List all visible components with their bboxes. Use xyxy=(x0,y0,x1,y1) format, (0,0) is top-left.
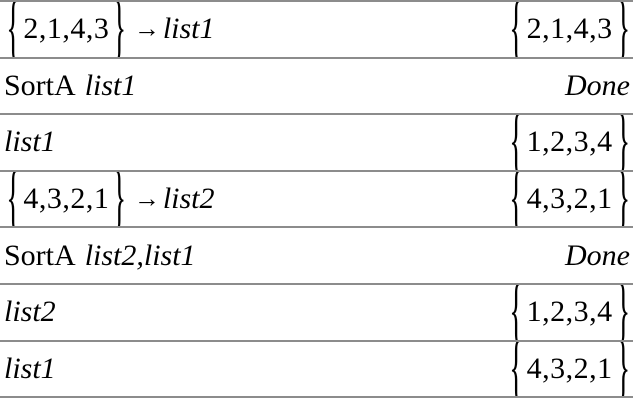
command-arguments: list2,list1 xyxy=(84,238,196,272)
brace-close-icon: } xyxy=(112,2,127,59)
history-row-output[interactable]: { 1,2,3,4 } xyxy=(507,115,632,170)
brace-close-icon: } xyxy=(615,284,630,342)
history-row[interactable]: { 4,3,2,1 } → list2 { 4,3,2,1 } xyxy=(0,171,633,229)
history-row[interactable]: { 2,1,4,3 } → list1 { 2,1,4,3 } xyxy=(0,2,633,59)
brace-close-icon: } xyxy=(615,115,630,172)
history-row[interactable]: SortA list2,list1 Done xyxy=(0,228,633,285)
brace-open-icon: { xyxy=(509,115,524,172)
history-row[interactable]: list2 { 1,2,3,4 } xyxy=(0,284,633,342)
brace-open-icon: { xyxy=(509,341,524,399)
history-row-input[interactable]: SortA list1 xyxy=(4,68,137,102)
brace-open-icon: { xyxy=(509,284,524,342)
list-literal: { 2,1,4,3 } xyxy=(507,2,632,57)
brace-open-icon: { xyxy=(509,171,524,229)
list-items: 2,1,4,3 xyxy=(526,12,613,46)
list-literal: { 4,3,2,1 } xyxy=(507,172,632,227)
list-items: 4,3,2,1 xyxy=(526,351,613,385)
variable-name: list2 xyxy=(162,182,215,216)
history-row-output[interactable]: Done xyxy=(565,238,632,272)
history-row-input[interactable]: list1 xyxy=(4,127,56,157)
brace-close-icon: } xyxy=(615,171,630,229)
history-row[interactable]: SortA list1 Done xyxy=(0,58,633,116)
history-row-input[interactable]: list1 xyxy=(4,351,56,385)
variable-name: list1 xyxy=(162,12,215,46)
status-text: Done xyxy=(565,238,630,272)
list-items: 4,3,2,1 xyxy=(526,182,613,216)
store-arrow-icon: → xyxy=(133,184,160,214)
history-row-output[interactable]: { 4,3,2,1 } xyxy=(507,342,632,397)
brace-close-icon: } xyxy=(615,341,630,399)
list-items: 4,3,2,1 xyxy=(23,182,110,216)
brace-open-icon: { xyxy=(6,2,21,59)
brace-open-icon: { xyxy=(6,171,21,229)
history-row[interactable]: list1 { 4,3,2,1 } xyxy=(0,341,633,399)
command-name: SortA xyxy=(4,238,76,272)
list-items: 1,2,3,4 xyxy=(526,125,613,159)
history-row-output[interactable]: { 1,2,3,4 } xyxy=(507,285,632,340)
brace-open-icon: { xyxy=(509,2,524,59)
store-arrow-icon: → xyxy=(133,14,160,44)
list-literal: { 4,3,2,1 } xyxy=(507,342,632,397)
brace-close-icon: } xyxy=(615,2,630,59)
list-literal: { 4,3,2,1 } xyxy=(4,172,129,227)
status-text: Done xyxy=(565,68,630,102)
history-row-input[interactable]: SortA list2,list1 xyxy=(4,238,196,272)
history-row-output[interactable]: { 2,1,4,3 } xyxy=(507,2,632,57)
command-name: SortA xyxy=(4,68,76,102)
variable-name: list1 xyxy=(4,125,56,159)
list-items: 1,2,3,4 xyxy=(526,295,613,329)
list-items: 2,1,4,3 xyxy=(23,12,110,46)
history-row[interactable]: list1 { 1,2,3,4 } xyxy=(0,115,633,172)
list-literal: { 1,2,3,4 } xyxy=(507,115,632,170)
variable-name: list2 xyxy=(4,295,56,329)
history-row-input[interactable]: { 4,3,2,1 } → list2 xyxy=(4,172,215,227)
history-row-output[interactable]: { 4,3,2,1 } xyxy=(507,172,632,227)
brace-close-icon: } xyxy=(112,171,127,229)
history-row-input[interactable]: list2 xyxy=(4,297,56,327)
command-arguments: list1 xyxy=(84,68,137,102)
list-literal: { 1,2,3,4 } xyxy=(507,285,632,340)
variable-name: list1 xyxy=(4,351,56,385)
history-row-output[interactable]: Done xyxy=(565,68,632,102)
history-row-input[interactable]: { 2,1,4,3 } → list1 xyxy=(4,2,215,57)
list-literal: { 2,1,4,3 } xyxy=(4,2,129,57)
